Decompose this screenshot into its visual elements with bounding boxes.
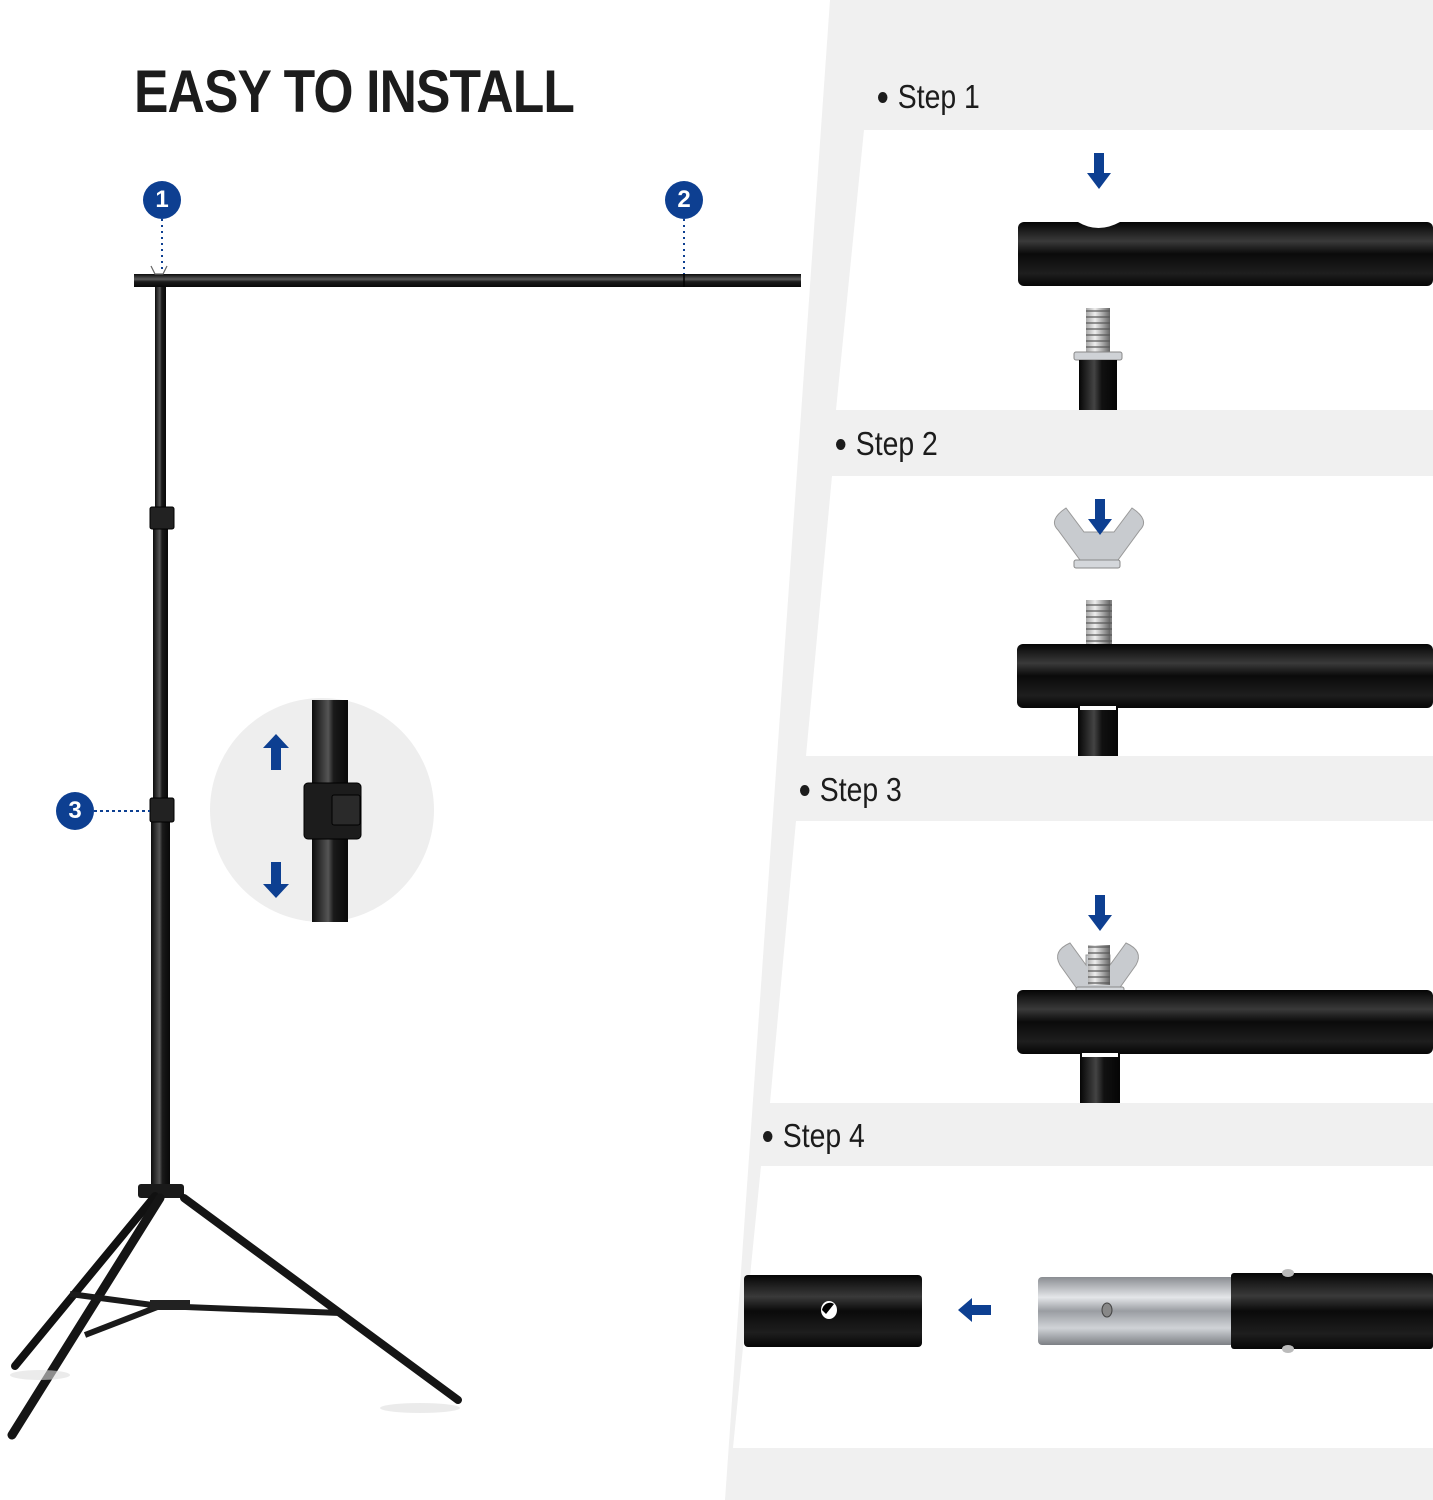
marker-3: 3: [56, 792, 94, 830]
arrow-down-icon: [263, 862, 289, 898]
backdrop-stand-illustration: [7, 219, 801, 1440]
step-3-label: Step 3: [800, 771, 902, 809]
arrow-up-icon: [263, 734, 289, 770]
bullet-icon: [878, 91, 888, 103]
step-3-arrow-down-icon: [1088, 895, 1112, 931]
step-4-label: Step 4: [763, 1117, 865, 1155]
bullet-icon: [763, 1130, 773, 1142]
bullet-icon: [836, 438, 846, 450]
step-2-arrow-down-icon: [1088, 499, 1112, 535]
page-title: EASY TO INSTALL: [134, 58, 575, 125]
step-2-card: [806, 476, 1433, 756]
step-1-label: Step 1: [878, 78, 980, 116]
marker-1: 1: [143, 181, 181, 219]
step-2-label: Step 2: [836, 425, 938, 463]
marker-2: 2: [665, 181, 703, 219]
step-4-arrow-left-icon: [958, 1298, 991, 1322]
bullet-icon: [800, 784, 810, 796]
step-1-arrow-down-icon: [1087, 153, 1111, 189]
